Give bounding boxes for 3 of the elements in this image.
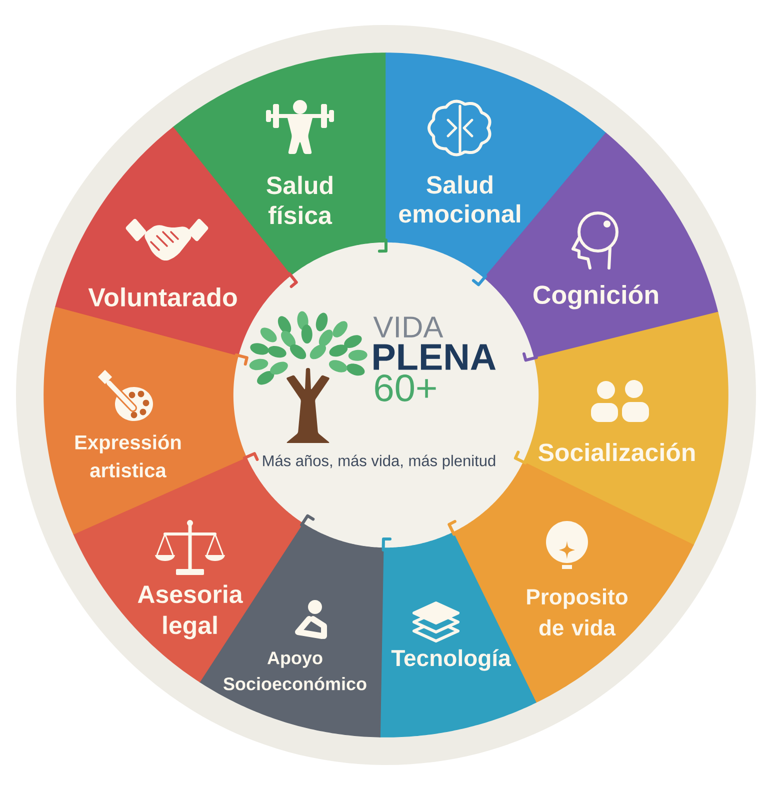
wheel-segment: Socialización [522,312,728,546]
wheel-segment: Salud física [172,52,386,276]
wheel-segment: Salud emocional [386,52,606,278]
